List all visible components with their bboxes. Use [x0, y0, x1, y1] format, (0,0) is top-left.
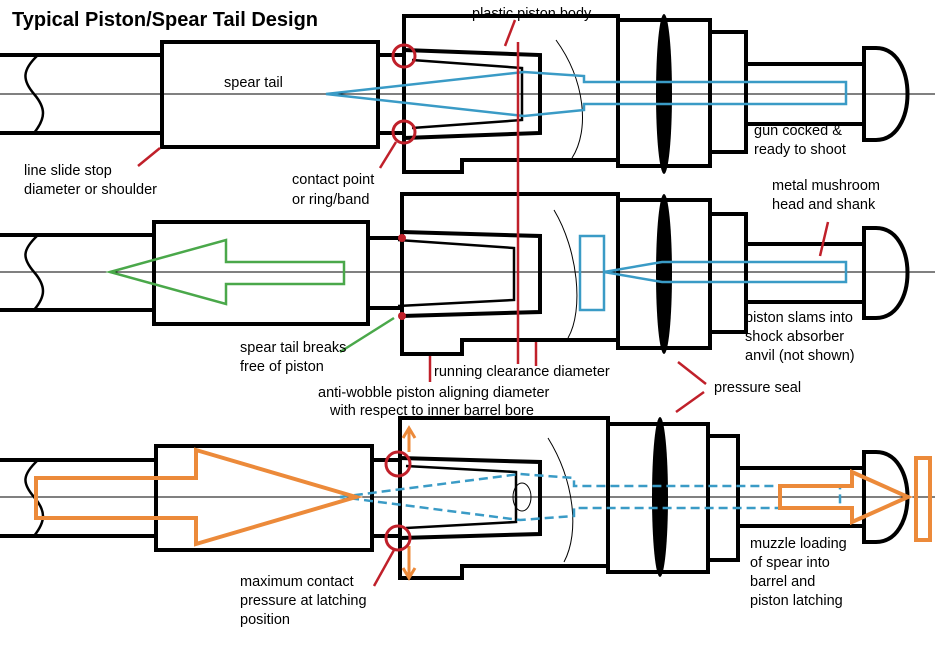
label-breaks-2: free of piston	[240, 359, 324, 375]
label-anti-wobble-2: with respect to inner barrel bore	[329, 403, 534, 419]
label-slams-1: piston slams into	[745, 310, 853, 326]
piston-taper	[405, 464, 518, 530]
spear-tail-neck	[370, 458, 402, 538]
label-slams-3: anvil (not shown)	[745, 348, 855, 364]
pressure-seal-ring	[656, 14, 672, 174]
row-loading	[0, 416, 935, 587]
line-slide-leader	[137, 147, 161, 167]
spear-tail-body	[152, 220, 370, 326]
label-gun-cocked-1: gun cocked &	[754, 123, 842, 139]
muzzle-push-plate	[914, 456, 932, 542]
piston-body	[402, 14, 620, 174]
piston-taper	[411, 58, 524, 130]
piston-body	[400, 192, 620, 356]
piston-inner-curve	[555, 39, 583, 159]
loading-force-arrow	[34, 447, 364, 547]
contact-dot-top	[398, 234, 406, 242]
max-contact-bottom	[384, 524, 412, 552]
label-mushroom-2: head and shank	[772, 197, 876, 213]
mushroom-head	[862, 46, 910, 142]
row-fired	[0, 192, 935, 382]
label-plastic-piston-body: plastic piston body	[472, 6, 592, 22]
piston-inner-curve	[553, 209, 578, 339]
bore-circle	[512, 482, 532, 512]
label-spear-tail: spear tail	[224, 75, 283, 91]
piston-body	[398, 416, 610, 580]
shaft-break-symbol	[24, 234, 45, 311]
label-pressure-seal: pressure seal	[714, 380, 801, 396]
mushroom-head	[862, 450, 910, 544]
label-muzzle-3: barrel and	[750, 574, 815, 590]
label-anti-wobble-1: anti-wobble piston aligning diameter	[318, 385, 550, 401]
max-contact-top	[384, 450, 412, 478]
muzzle-load-arrow	[778, 468, 913, 526]
label-max-contact-3: position	[240, 612, 290, 628]
piston-inner-curve	[547, 437, 574, 563]
label-line-slide-2: diameter or shoulder	[24, 182, 157, 198]
piston-bore	[401, 230, 542, 318]
label-max-contact-2: pressure at latching	[240, 593, 367, 609]
spear-tail-wedge	[325, 70, 848, 118]
pressure-seal-leader-upper	[677, 361, 707, 385]
shaft-break-symbol	[24, 54, 45, 134]
spear-shaft	[0, 458, 156, 538]
seal-collar	[706, 434, 740, 562]
label-muzzle-1: muzzle loading	[750, 536, 847, 552]
label-slams-2: shock absorber	[745, 329, 844, 345]
label-contact-point-1: contact point	[292, 172, 374, 188]
spear-tail-outline-dashed	[339, 472, 842, 522]
label-running-clearance: running clearance diameter	[434, 364, 610, 380]
release-direction-arrow	[105, 238, 346, 306]
contact-point-top	[391, 43, 417, 69]
latch-arrow-up	[401, 425, 417, 452]
mushroom-leader	[818, 221, 830, 257]
label-mushroom-1: metal mushroom	[772, 178, 880, 194]
label-muzzle-2: of spear into	[750, 555, 830, 571]
piston-taper	[397, 238, 516, 308]
spear-breaks-leader	[339, 316, 395, 354]
pressure-seal-ring	[652, 417, 668, 577]
spear-tail-body	[154, 444, 374, 552]
seal-collar	[708, 30, 748, 154]
contact-point-leader	[378, 141, 398, 169]
spear-tail-neck	[366, 236, 404, 310]
label-contact-point-2: or ring/band	[292, 192, 369, 208]
piston-body-leader	[503, 19, 517, 47]
spear-shaft	[0, 53, 162, 135]
label-gun-cocked-2: ready to shoot	[754, 142, 846, 158]
max-contact-leader	[372, 549, 396, 587]
latch-arrow-down	[401, 546, 417, 581]
row-cocked	[0, 14, 935, 174]
label-max-contact-1: maximum contact	[240, 574, 354, 590]
piston-bore	[399, 456, 542, 540]
pressure-seal-leader-lower	[675, 390, 705, 414]
label-line-slide-1: line slide stop	[24, 163, 112, 179]
pressure-seal-ring	[656, 194, 672, 354]
mushroom-head	[862, 226, 910, 320]
diagram-title: Typical Piston/Spear Tail Design	[12, 9, 318, 31]
mushroom-shank-inner	[603, 260, 848, 284]
mushroom-anvil-plate	[578, 234, 606, 312]
piston-bore	[403, 48, 542, 140]
contact-dot-bottom	[398, 312, 406, 320]
seal-collar	[708, 212, 748, 334]
label-breaks-1: spear tail breaks	[240, 340, 346, 356]
label-muzzle-4: piston latching	[750, 593, 843, 609]
spear-shaft	[0, 233, 154, 312]
contact-point-bottom	[391, 119, 417, 145]
